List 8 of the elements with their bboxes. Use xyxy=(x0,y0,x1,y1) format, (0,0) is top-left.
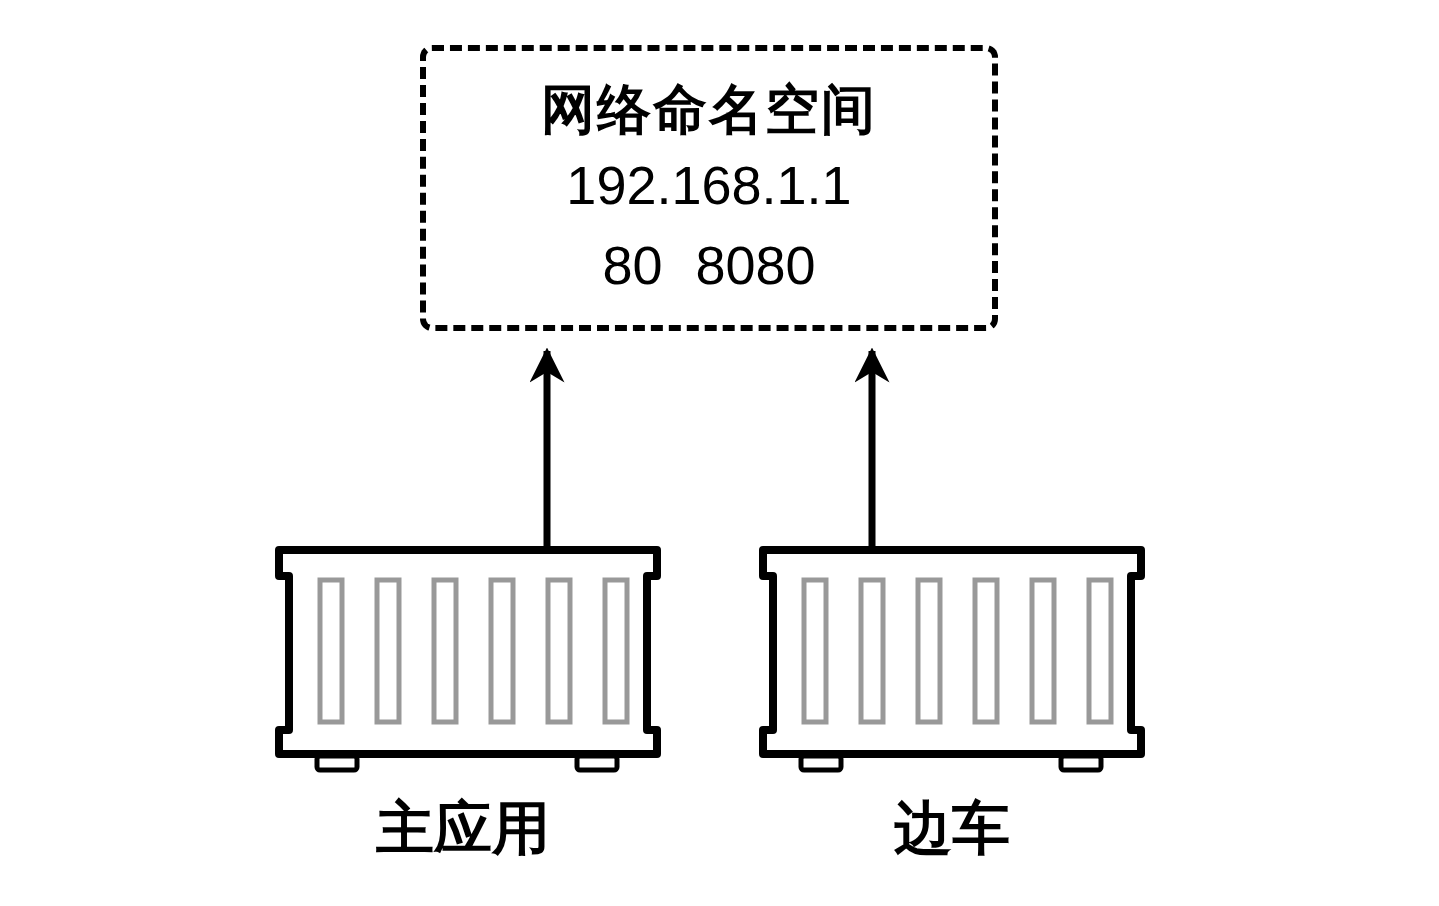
container-label: 主应用 xyxy=(375,794,551,862)
box-text: 80 8080 xyxy=(602,234,816,297)
arrow xyxy=(854,347,890,548)
box-text: 192.168.1.1 xyxy=(566,154,852,217)
box-title: 网络命名空间 xyxy=(541,78,877,141)
arrow xyxy=(529,347,565,548)
container-label: 边车 xyxy=(893,794,1011,862)
namespace-box xyxy=(420,45,998,331)
